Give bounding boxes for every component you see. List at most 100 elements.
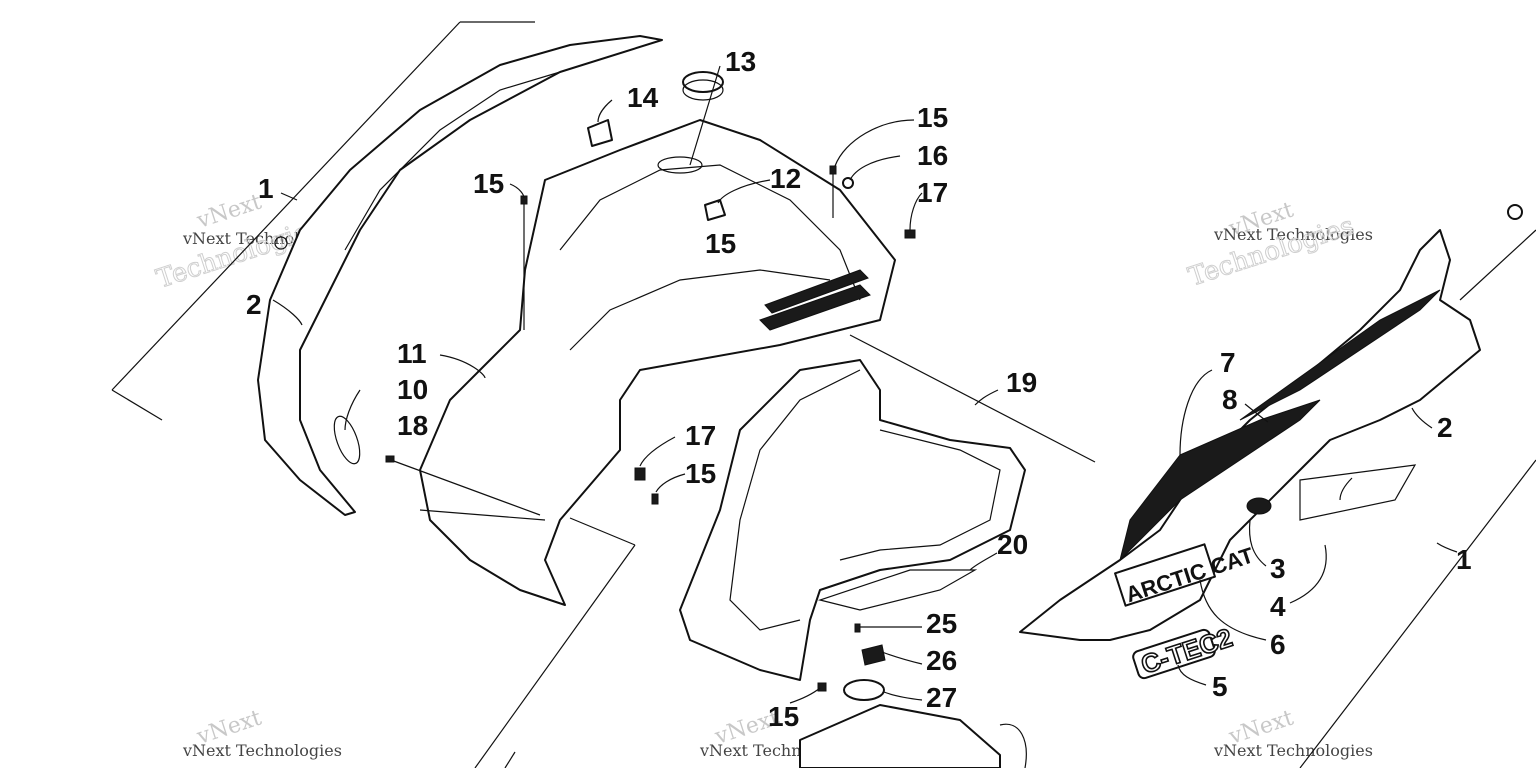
callout-label: 1 (258, 173, 274, 204)
callout-label: 19 (1006, 367, 1037, 398)
hood-lower-edge (419, 509, 546, 521)
bracket-line (111, 21, 461, 391)
watermark-mid-text: vNext Technologies (1213, 741, 1373, 760)
small-decal-part (587, 119, 613, 147)
leader-line (1244, 403, 1269, 423)
rivet-head (1507, 204, 1523, 220)
fuel-cap-opening (657, 156, 703, 174)
callout-label: 18 (397, 410, 428, 441)
side-graphic-stripe (1119, 399, 1321, 562)
watermark-mid-text: vNext Technologies (1213, 225, 1373, 244)
callout-label: 27 (926, 682, 957, 713)
callout-label: 1 (1456, 544, 1472, 575)
callout-label: 17 (917, 177, 948, 208)
callout-label: 8 (1222, 384, 1238, 415)
watermark-right: vNext vNext Technologies Technologies (1184, 198, 1373, 294)
lower-cover-part (799, 704, 1001, 768)
leader-line (655, 473, 686, 493)
callout-label: 12 (770, 163, 801, 194)
tub-pad-part (817, 569, 978, 611)
screw-head (829, 165, 837, 175)
callout-label: 25 (926, 608, 957, 639)
rivet-part (1246, 497, 1272, 515)
screw-head (854, 623, 861, 633)
callout-label: 7 (1220, 347, 1236, 378)
leader-line (834, 119, 915, 167)
leader-line (597, 99, 613, 123)
callout-label: 15 (768, 701, 799, 732)
callout-label: 11 (397, 338, 427, 369)
leader-line (789, 687, 821, 704)
hood-shape (419, 119, 896, 606)
leader-line (849, 155, 901, 181)
left-side-panel (257, 35, 663, 516)
bracket-line (1299, 459, 1536, 768)
leader-lines (272, 65, 1458, 704)
watermark-bottom-left: vNext vNext Technologies (182, 706, 342, 760)
hood-vent-slat (759, 284, 871, 331)
rivet-head (842, 177, 854, 189)
leader-line (1289, 544, 1327, 604)
callout-label: 15 (473, 168, 504, 199)
callout-label: 16 (917, 140, 948, 171)
bracket-line (849, 334, 1096, 463)
callout-label: 2 (246, 289, 262, 320)
leader-line (344, 389, 361, 431)
callout-label: 20 (997, 529, 1028, 560)
leader-line (439, 354, 486, 379)
leader-line (280, 192, 298, 201)
leader-line (909, 192, 923, 231)
callout-label: 14 (627, 82, 659, 113)
side-decal-part (1299, 464, 1417, 521)
screw-shaft (390, 459, 541, 516)
callout-label: 3 (1270, 553, 1286, 584)
console-tub-shape (679, 359, 1026, 681)
leader-line (1436, 542, 1458, 553)
screw-parts (385, 165, 916, 692)
console-tub-inner (839, 429, 1001, 561)
leader-line (969, 552, 998, 571)
grommet-ring (333, 415, 361, 465)
leader-line (1339, 477, 1353, 501)
callout-label: 13 (725, 46, 756, 77)
hood-vent-slat (764, 269, 869, 314)
leader-line (883, 691, 923, 701)
console-tub-inner (729, 369, 861, 631)
screw-head (651, 493, 659, 505)
screw-head (817, 682, 827, 692)
group-brackets (111, 21, 1536, 768)
screw-head (385, 455, 395, 463)
leader-line (1199, 579, 1267, 641)
left-side-panel-shape (257, 35, 663, 516)
bracket-line (504, 751, 516, 768)
leader-line (272, 299, 303, 326)
callout-label: 4 (1270, 591, 1286, 622)
bracket-line (1459, 229, 1536, 301)
leader-line (974, 389, 999, 406)
fuel-cap (682, 71, 724, 93)
watermark-mid-text: vNext Technologies (182, 741, 342, 760)
watermark-top-text: vNext (193, 190, 265, 235)
hood-assembly (419, 119, 896, 606)
callout-label: 26 (926, 645, 957, 676)
clip-nut (904, 229, 916, 239)
leader-line (1179, 369, 1213, 456)
pad-part (704, 199, 726, 221)
callout-labels: 1 2 10 18 11 15 14 13 12 15 15 16 17 19 … (246, 46, 1472, 732)
hood-inner-edge (569, 269, 831, 351)
callout-label: 2 (1437, 412, 1453, 443)
callout-label: 15 (705, 228, 736, 259)
rivet-hole (274, 236, 288, 250)
clip-nut (634, 467, 646, 481)
watermark-bottom-right: vNext vNext Technologies (1213, 706, 1373, 760)
leader-line (1248, 519, 1267, 567)
fuel-cap-rim (682, 79, 724, 101)
bracket-line (111, 389, 163, 421)
bracket-line (569, 517, 636, 546)
callout-label: 5 (1212, 671, 1228, 702)
bracket-line (474, 544, 636, 768)
hose-part (999, 723, 1027, 768)
hood-inner-edge (559, 164, 861, 301)
brand-decal-frame (1114, 543, 1216, 607)
